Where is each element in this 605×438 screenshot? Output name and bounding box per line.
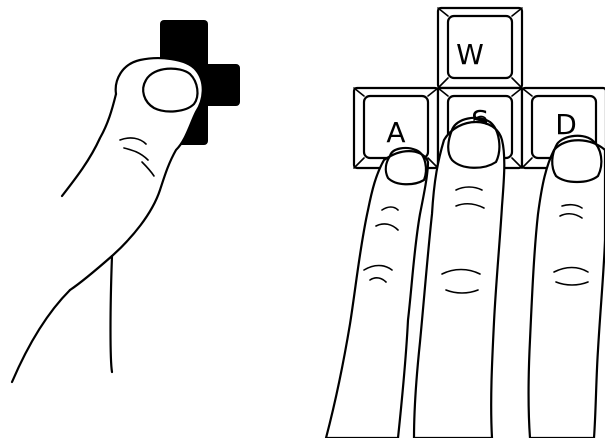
thumb-hand [12, 58, 203, 382]
keycap-w: W [438, 8, 522, 88]
key-label-w: W [456, 38, 484, 71]
dpad-thumb-illustration [12, 20, 240, 382]
key-label-a: A [386, 116, 405, 149]
wasd-fingers-illustration: W A S D [326, 8, 605, 438]
